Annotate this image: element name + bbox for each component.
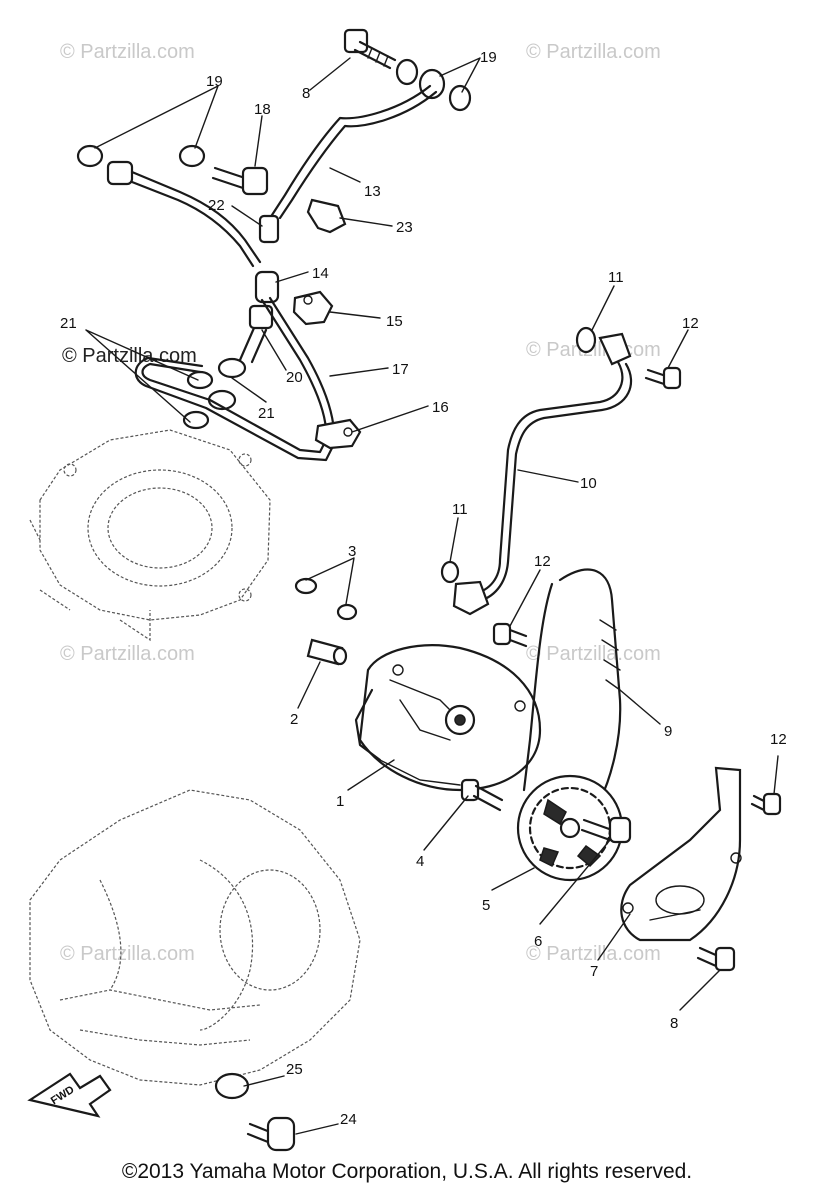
part-11-o-ring-bottom [440, 560, 460, 584]
callout-21: 21 [258, 405, 275, 422]
part-5-pump-sprocket [516, 774, 624, 882]
part-25-gasket [214, 1072, 250, 1100]
callout-9: 9 [664, 723, 672, 740]
callout-18: 18 [254, 101, 271, 118]
callout-8: 8 [670, 1015, 678, 1032]
engine-crankcase-outline [29, 789, 361, 1086]
callout-12: 12 [770, 731, 787, 748]
callout-22: 22 [208, 197, 225, 214]
callout-20: 20 [286, 369, 303, 386]
leader-lines [85, 57, 779, 1135]
watermark: © Partzilla.com [526, 41, 661, 63]
part-3-o-ring [336, 603, 358, 621]
part-11-o-ring-top [575, 326, 597, 354]
callout-12: 12 [682, 315, 699, 332]
part-8-bolt-right [696, 946, 736, 972]
part-7-sprocket-cover [620, 766, 742, 942]
engine-cylinder-outline [29, 429, 271, 642]
part-8-union-bolt [343, 28, 397, 70]
part-14-joint [254, 270, 280, 304]
callout-5: 5 [482, 897, 490, 914]
watermark-dark: © Partzilla.com [62, 345, 197, 367]
part-21-washers [182, 357, 247, 430]
part-2-dowel-pin [306, 638, 348, 666]
watermark: © Partzilla.com [526, 943, 661, 965]
part-20-bolt [238, 304, 274, 364]
watermark: © Partzilla.com [60, 943, 195, 965]
callout-4: 4 [416, 853, 424, 870]
callout-24: 24 [340, 1111, 357, 1128]
callout-11: 11 [452, 501, 468, 518]
part-12-bolt-mid [492, 622, 528, 648]
callout-labels: 19 18 8 19 13 22 23 14 15 21 20 21 17 16… [60, 49, 787, 1128]
callout-10: 10 [580, 475, 597, 492]
watermark: © Partzilla.com [526, 643, 661, 665]
callout-21: 21 [60, 315, 77, 332]
part-19-washers-left [76, 144, 206, 168]
callout-2: 2 [290, 711, 298, 728]
callout-6: 6 [534, 933, 542, 950]
part-3-o-ring [294, 577, 318, 595]
part-9-drive-chain [522, 568, 622, 802]
watermark: © Partzilla.com [60, 643, 195, 665]
part-24-drain-plug [246, 1116, 296, 1152]
part-23-clamp [306, 198, 347, 234]
part-6-bolt [580, 816, 632, 844]
part-12-bolt-top [644, 366, 682, 390]
part-19-washers-top [395, 58, 472, 112]
part-15-clamp [292, 290, 334, 326]
part-left-oil-pipe [106, 160, 262, 268]
callout-23: 23 [396, 219, 413, 236]
callout-19: 19 [480, 49, 497, 66]
callout-7: 7 [590, 963, 598, 980]
callout-16: 16 [432, 399, 449, 416]
copyright-notice: ©2013 Yamaha Motor Corporation, U.S.A. A… [121, 1160, 693, 1183]
callout-13: 13 [364, 183, 381, 200]
part-16-bracket [314, 418, 362, 450]
part-1-oil-pump [354, 644, 542, 792]
callout-8: 8 [302, 85, 310, 102]
part-18-bolt [211, 166, 269, 196]
part-17-oil-pipe [141, 298, 328, 454]
part-10-delivery-pipe [452, 332, 632, 616]
callout-3: 3 [348, 543, 356, 560]
callout-1: 1 [336, 793, 344, 810]
watermark: © Partzilla.com [60, 41, 195, 63]
callout-14: 14 [312, 265, 329, 282]
callout-19: 19 [206, 73, 223, 90]
callout-17: 17 [392, 361, 409, 378]
callout-15: 15 [386, 313, 403, 330]
part-13-oil-pipe [270, 84, 432, 217]
callout-25: 25 [286, 1061, 303, 1078]
callout-12: 12 [534, 553, 551, 570]
part-12-bolt-right [750, 792, 782, 816]
forward-arrow-icon: FWD [27, 1072, 112, 1118]
part-22-fitting [258, 214, 280, 244]
part-4-bolt [460, 778, 504, 812]
callout-11: 11 [608, 269, 624, 286]
